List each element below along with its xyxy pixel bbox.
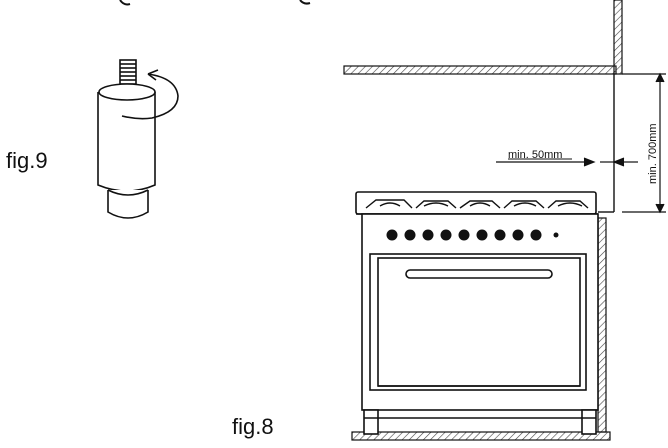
control-knobs [386,229,559,241]
top-clearance-label: min. 700mm [647,123,659,184]
fig8-label: fig.8 [232,414,274,439]
floor [351,431,611,441]
top-fragments [119,0,311,6]
top-clearance-dimension [622,72,666,214]
cooker [355,191,599,435]
burner-grates [365,199,589,209]
wall-cabinet [343,65,617,75]
side-gap-dimension [496,157,638,167]
fig9-label: fig.9 [6,148,48,173]
side-wall [597,0,623,433]
side-gap-label: min. 50mm [508,149,562,161]
rotation-arrow-icon [121,69,179,120]
adjustable-foot-icon [97,59,156,219]
